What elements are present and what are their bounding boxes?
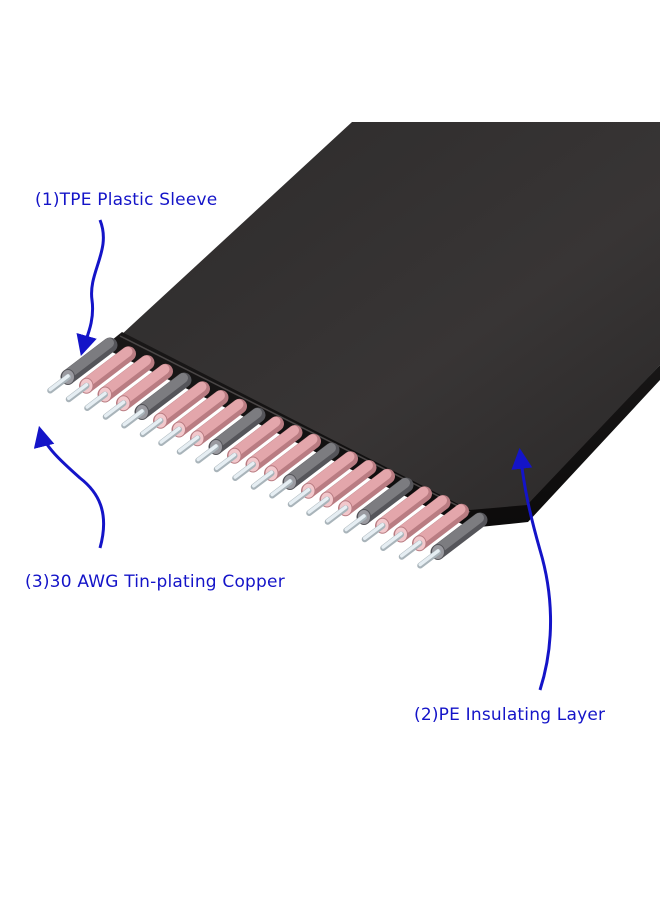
insulator-tube-highlight [321,460,373,503]
insulator-tube-highlight [99,355,151,398]
arrow-icon [76,219,105,357]
copper-wire-highlight [177,435,200,453]
insulator-tube-highlight [173,390,225,433]
copper-wire-highlight [251,470,274,488]
copper-wire-highlight [381,531,403,549]
copper-wire-highlight [66,383,89,401]
copper-wire-highlight [122,409,144,427]
copper-wire-highlight [288,488,311,506]
copper-wire-highlight [196,444,218,462]
copper-wire-highlight [399,540,422,558]
insulator-tube-highlight [432,513,484,555]
insulator-tube-highlight [284,443,336,485]
copper-wire-highlight [344,514,366,532]
tpe-sleeve-label: (1)TPE Plastic Sleeve [35,190,218,210]
insulator-tube-highlight [395,495,447,538]
copper-wire-highlight [85,391,107,409]
insulator-tube-highlight [413,504,466,547]
copper-wire-highlight [159,426,181,444]
conductor-group [47,337,488,569]
arrow-icon [33,425,105,549]
copper-wire-highlight [418,549,440,567]
copper-wire-highlight [103,400,126,418]
copper-wire-highlight [140,418,163,436]
insulator-tube-highlight [191,399,244,442]
insulator-tube-highlight [228,416,281,459]
copper-wire-highlight [325,505,348,523]
copper-wire-highlight [270,479,292,497]
arrow-icon [511,447,553,691]
insulator-tube-highlight [154,381,207,424]
copper-wire-highlight [362,523,385,541]
insulator-tube-highlight [117,364,170,407]
insulator-tube-highlight [247,425,299,468]
insulator-tube-highlight [376,486,429,529]
copper-wire-highlight [48,374,70,392]
insulator-tube-highlight [302,451,355,494]
insulator-tube-highlight [136,373,188,415]
copper-wire-highlight [214,453,237,471]
insulator-tube-highlight [62,338,114,380]
copper-conductor-label: (3)30 AWG Tin-plating Copper [25,572,285,592]
insulator-tube-highlight [339,469,392,512]
copper-wire-highlight [307,496,329,514]
sleeve-top-face [120,122,660,512]
copper-wire-highlight [233,461,255,479]
insulator-tube-highlight [358,478,410,520]
pe-insulating-layer-label: (2)PE Insulating Layer [414,705,606,725]
insulator-tube-highlight [210,408,262,450]
insulator-tube-highlight [265,434,318,477]
insulator-tube-highlight [80,346,133,389]
